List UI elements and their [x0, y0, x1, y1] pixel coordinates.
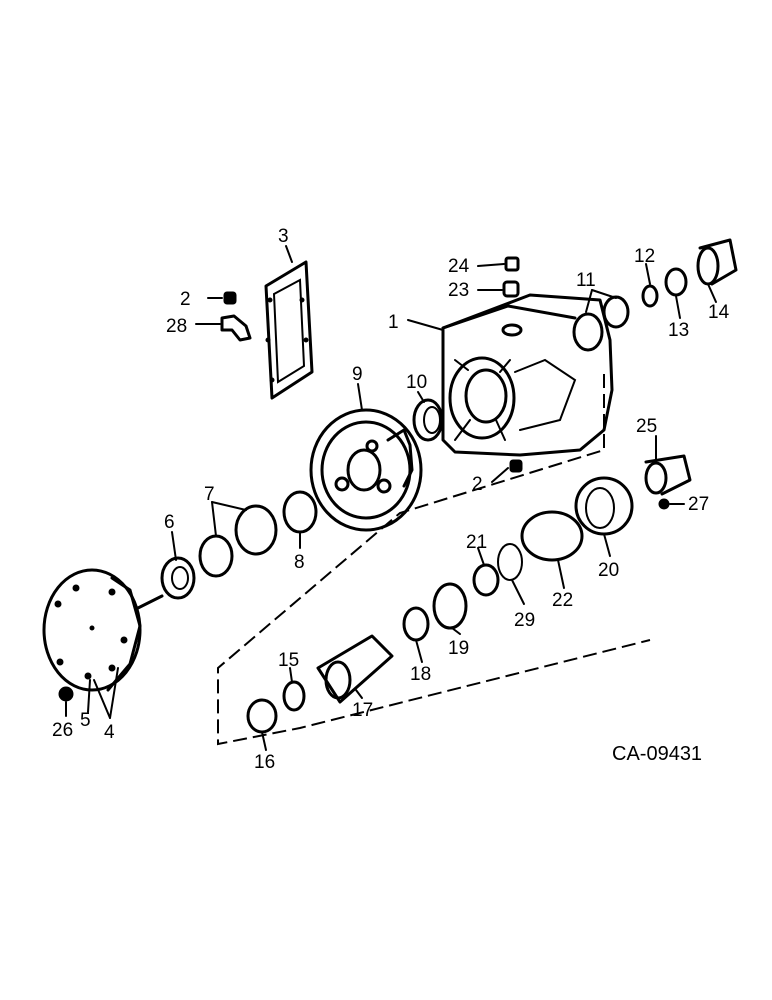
bearing-cup-16 — [246, 698, 278, 734]
callout-19: 19 — [448, 638, 469, 659]
callout-16: 16 — [254, 752, 275, 773]
nut-part — [502, 280, 520, 298]
retainer-part-20 — [574, 476, 634, 536]
callout-28: 28 — [166, 316, 187, 337]
cap-part-14 — [696, 238, 738, 286]
washer-part-12 — [641, 284, 659, 308]
callout-18: 18 — [410, 664, 431, 685]
callout-15: 15 — [278, 650, 299, 671]
group-boundary-dashed — [217, 374, 651, 746]
leader-lines — [65, 245, 717, 751]
callout-24: 24 — [448, 256, 470, 277]
bearing-cone-15 — [282, 680, 306, 712]
callout-2-middle: 2 — [472, 474, 483, 495]
seal-part-6 — [160, 556, 196, 600]
housing-part — [441, 293, 614, 457]
sleeve-part-8 — [282, 490, 318, 534]
callout-8: 8 — [294, 552, 305, 573]
cover-plate-part — [264, 260, 314, 400]
elbow-fitting-part — [220, 314, 252, 342]
bearing-cone-18 — [402, 606, 430, 642]
nut-part-26 — [58, 686, 74, 702]
callout-10: 10 — [406, 372, 427, 393]
bearing-set-7 — [198, 504, 278, 578]
callout-26: 26 — [52, 720, 73, 741]
output-flange-part — [42, 568, 164, 692]
bearing-cup-19 — [432, 582, 468, 630]
gasket-part-22 — [520, 510, 584, 562]
callout-23: 23 — [448, 280, 469, 301]
callout-25: 25 — [636, 416, 657, 437]
nut-part-13 — [664, 267, 688, 297]
callout-6: 6 — [164, 512, 175, 533]
callout-4: 4 — [104, 722, 115, 743]
spacer-part-21 — [472, 563, 500, 597]
callout-11: 11 — [576, 270, 596, 291]
callout-20: 20 — [598, 560, 619, 581]
callout-27: 27 — [688, 494, 709, 515]
callout-labels: 1 2 2 3 4 5 6 7 8 9 10 11 12 13 14 15 16… — [52, 226, 730, 773]
screw-part — [504, 256, 520, 272]
plug-part-middle — [509, 459, 523, 473]
callout-29: 29 — [514, 610, 535, 631]
needle-bearing-part-25 — [644, 454, 692, 496]
large-gear-part — [309, 408, 423, 532]
callout-14: 14 — [708, 302, 730, 323]
callout-7: 7 — [204, 484, 215, 505]
callout-9: 9 — [352, 364, 363, 385]
callout-12: 12 — [634, 246, 655, 267]
callout-3: 3 — [278, 226, 289, 247]
drawing-code: CA-09431 — [612, 743, 702, 765]
callout-22: 22 — [552, 590, 573, 611]
bearing-cup-10 — [412, 398, 444, 442]
fitting-part-27 — [658, 498, 670, 510]
plug-part-top — [223, 291, 237, 305]
callout-1: 1 — [388, 312, 399, 333]
callout-17: 17 — [352, 700, 373, 721]
callout-13: 13 — [668, 320, 689, 341]
callout-5: 5 — [80, 710, 91, 731]
callout-2-top: 2 — [180, 289, 191, 310]
callout-21: 21 — [466, 532, 487, 553]
shaft-part-17 — [316, 634, 394, 704]
o-ring-part-29 — [497, 543, 523, 581]
